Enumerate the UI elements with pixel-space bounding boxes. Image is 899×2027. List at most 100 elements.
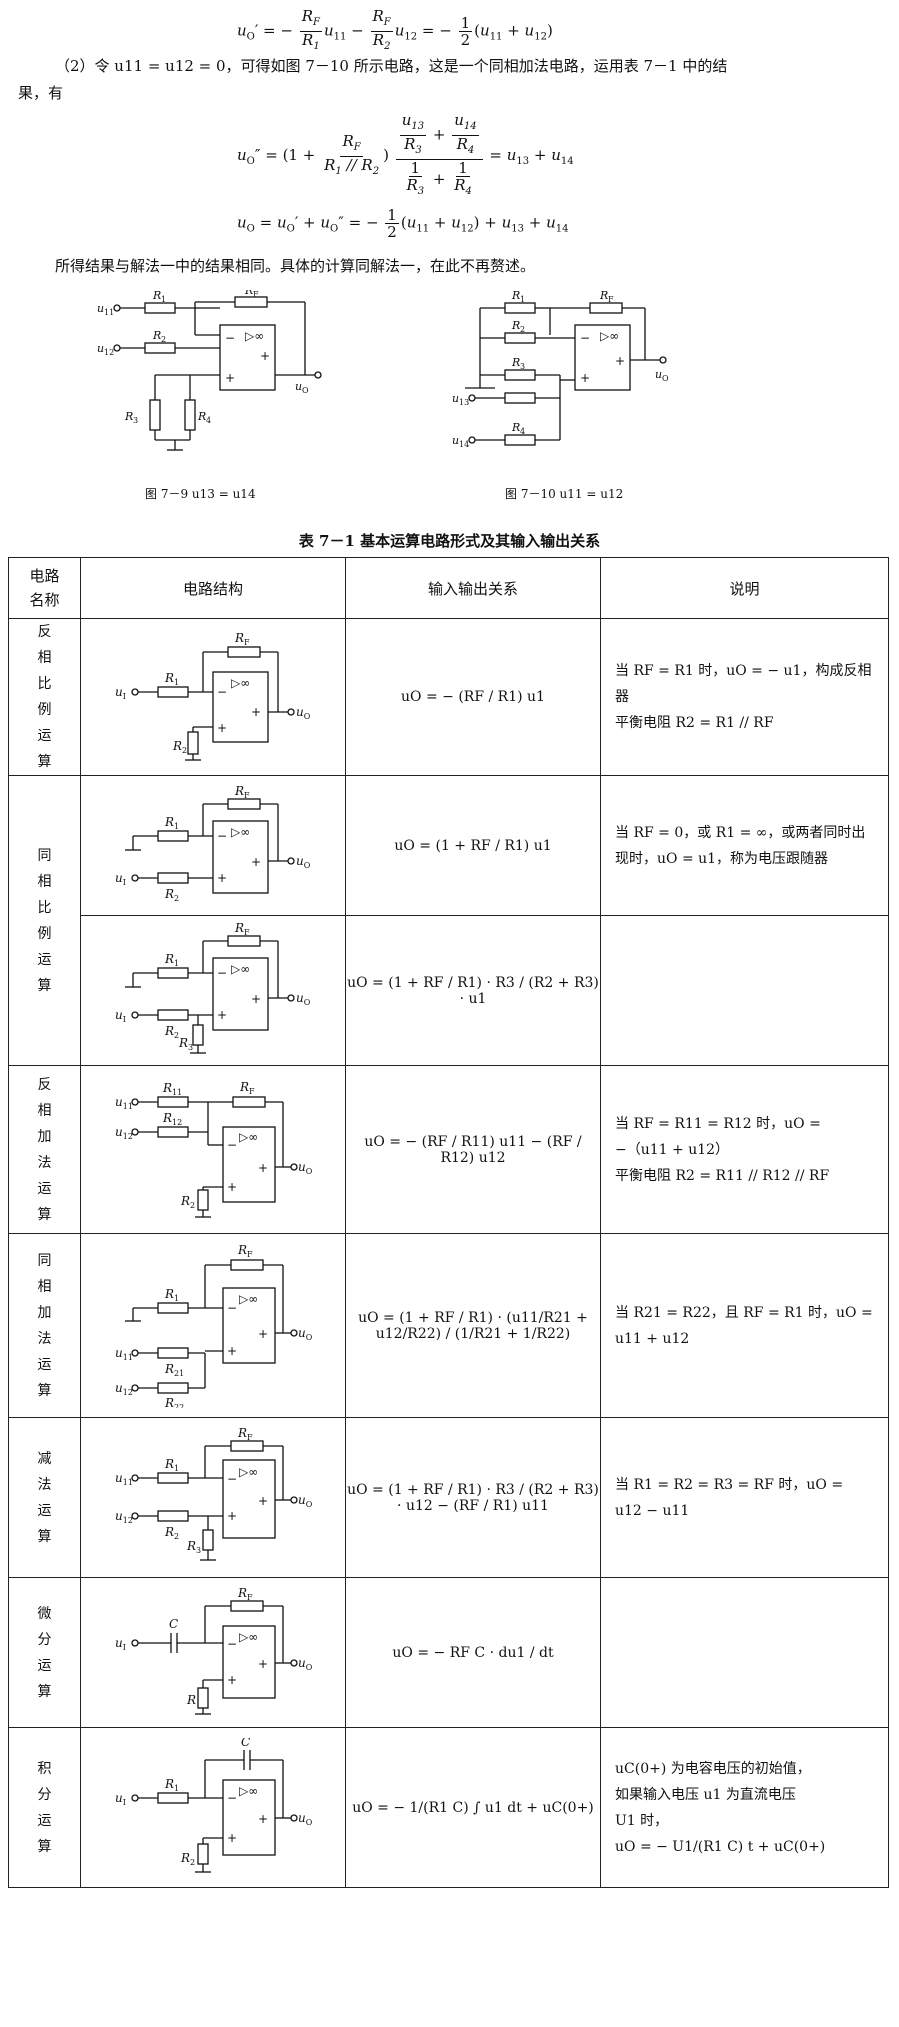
circuit-name: 同 相 比 例 运 算	[8, 775, 81, 1066]
svg-text:u11: u11	[115, 1471, 133, 1487]
differentiator-circuit: C RF R uI uO ▷∞−++	[115, 1588, 313, 1715]
description	[600, 1577, 889, 1728]
io-relation: uO = − 1/(R1 C) ∫ u1 dt + uC(0+)	[345, 1727, 601, 1888]
svg-text:▷∞: ▷∞	[239, 1130, 258, 1144]
table-row: 同 相 加 法 运 算 R1 RF	[8, 1233, 889, 1418]
svg-text:uO: uO	[298, 1326, 313, 1342]
svg-text:3: 3	[133, 416, 138, 425]
table-row: R1 RF R2 R3 uI uO ▷∞−++ uO = (1 + RF / R…	[9, 915, 889, 1066]
svg-text:R2: R2	[164, 1525, 179, 1541]
noninverting-summing-circuit: R1 RF R21 R22 u11 u12 uO ▷∞−++	[115, 1243, 313, 1408]
svg-text:R: R	[599, 290, 608, 302]
inverting-amplifier-circuit: uI R1 RF R2 uO ▷∞−++	[115, 632, 311, 761]
svg-text:+: +	[227, 1180, 237, 1194]
io-relation: uO = − (RF / R1) u1	[345, 618, 601, 776]
svg-text:−: −	[227, 1637, 237, 1651]
svg-text:u11: u11	[115, 1095, 133, 1111]
table-row: 反 相 比 例 运 算 uI R1 RF R2 uO	[8, 618, 889, 776]
header-circuit-name: 电路 名称	[8, 557, 81, 619]
svg-text:+: +	[251, 855, 261, 869]
svg-text:▷∞: ▷∞	[231, 825, 250, 839]
svg-text:u11: u11	[115, 1346, 133, 1362]
svg-text:+: +	[258, 1494, 268, 1508]
circuit-diagram: R1 RF R2 uI uO ▷∞−++	[80, 775, 346, 916]
svg-text:RF: RF	[234, 923, 250, 937]
header-circuit-structure: 电路结构	[80, 557, 346, 619]
svg-text:RF: RF	[234, 632, 250, 647]
header-description: 说明	[600, 557, 889, 619]
svg-text:▷∞: ▷∞	[239, 1630, 258, 1644]
svg-text:−: −	[217, 685, 227, 699]
table-row: 反 相 加 法 运 算 u11 u12 R11	[8, 1065, 889, 1234]
description: 当 RF = 0，或 R1 = ∞，或两者同时出现时，uO = u1，称为电压跟…	[600, 775, 889, 916]
svg-text:R: R	[244, 290, 253, 297]
svg-text:−: −	[217, 829, 227, 843]
paragraph-2-line-2: 果，有	[18, 84, 64, 102]
svg-text:▷∞: ▷∞	[600, 329, 619, 343]
svg-text:R1: R1	[164, 1457, 179, 1473]
io-relation: uO = − (RF / R11) u11 − (RF / R12) u12	[345, 1065, 601, 1234]
svg-text:uO: uO	[298, 1656, 313, 1672]
svg-text:R1: R1	[164, 1777, 179, 1793]
svg-text:4: 4	[206, 416, 211, 425]
svg-text:R: R	[511, 319, 520, 332]
circuit-diagram: C RF R uI uO ▷∞−++	[80, 1577, 346, 1728]
svg-text:uI: uI	[115, 685, 126, 701]
svg-text:uI: uI	[115, 871, 126, 887]
svg-text:2: 2	[520, 325, 525, 334]
svg-text:uO: uO	[296, 854, 311, 870]
svg-text:+: +	[227, 1673, 237, 1687]
svg-text:O: O	[302, 386, 309, 395]
svg-text:−: −	[225, 331, 235, 345]
svg-text:+: +	[251, 992, 261, 1006]
circuit-name: 反 相 加 法 运 算	[8, 1065, 81, 1234]
svg-text:R: R	[511, 290, 520, 302]
svg-text:1: 1	[161, 295, 166, 304]
inverting-summing-circuit: u11 u12 R11 R12 RF R2 uO ▷∞−++	[115, 1080, 313, 1218]
svg-text:R: R	[511, 421, 520, 434]
description: uC(0+) 为电容电压的初始值， 如果输入电压 u1 为直流电压 U1 时， …	[600, 1727, 889, 1888]
io-relation: uO = (1 + RF / R1) u1	[345, 775, 601, 916]
svg-text:R1: R1	[164, 815, 179, 831]
circuit-diagram: C R1 R2 uI uO ▷∞−++	[80, 1727, 346, 1888]
figure-7-10-caption: 图 7－10 u11 = u12	[505, 487, 624, 501]
svg-text:R21: R21	[164, 1362, 184, 1378]
svg-text:u: u	[295, 380, 302, 393]
svg-text:+: +	[615, 354, 625, 368]
svg-text:R: R	[186, 1693, 196, 1707]
svg-text:RF: RF	[237, 1588, 253, 1602]
circuit-diagram: R1 RF R21 R22 u11 u12 uO ▷∞−++	[80, 1233, 346, 1418]
svg-text:C: C	[169, 1617, 178, 1631]
svg-text:−: −	[217, 966, 227, 980]
svg-text:+: +	[217, 1008, 227, 1022]
svg-text:+: +	[227, 1831, 237, 1845]
circuit-name: 反 相 比 例 运 算	[8, 618, 81, 776]
svg-text:R: R	[152, 290, 161, 302]
io-relation: uO = (1 + RF / R1) · R3 / (R2 + R3) · u1…	[345, 1417, 601, 1578]
svg-text:uO: uO	[298, 1811, 313, 1827]
circuit-diagram: u11 u12 R11 R12 RF R2 uO ▷∞−++	[80, 1065, 346, 1234]
svg-text:u12: u12	[115, 1125, 133, 1141]
svg-text:4: 4	[520, 427, 525, 436]
svg-text:3: 3	[520, 362, 525, 371]
svg-text:+: +	[225, 371, 235, 385]
svg-text:uI: uI	[115, 1791, 126, 1807]
svg-text:▷∞: ▷∞	[239, 1292, 258, 1306]
svg-text:−: −	[227, 1472, 237, 1486]
svg-text:+: +	[260, 349, 270, 363]
svg-text:+: +	[227, 1509, 237, 1523]
svg-text:R: R	[511, 356, 520, 369]
io-relation: uO = (1 + RF / R1) · R3 / (R2 + R3) · u1	[345, 915, 601, 1066]
circuit-diagram: R1 RF R2 R3 u11 u12 uO ▷∞−++	[80, 1417, 346, 1578]
svg-text:O: O	[662, 374, 669, 383]
svg-text:R2: R2	[180, 1851, 195, 1867]
svg-text:2: 2	[161, 335, 166, 344]
svg-text:u: u	[452, 392, 459, 405]
svg-text:R2: R2	[172, 739, 187, 755]
svg-text:uO: uO	[296, 991, 311, 1007]
svg-text:u: u	[97, 302, 104, 315]
svg-text:+: +	[258, 1657, 268, 1671]
